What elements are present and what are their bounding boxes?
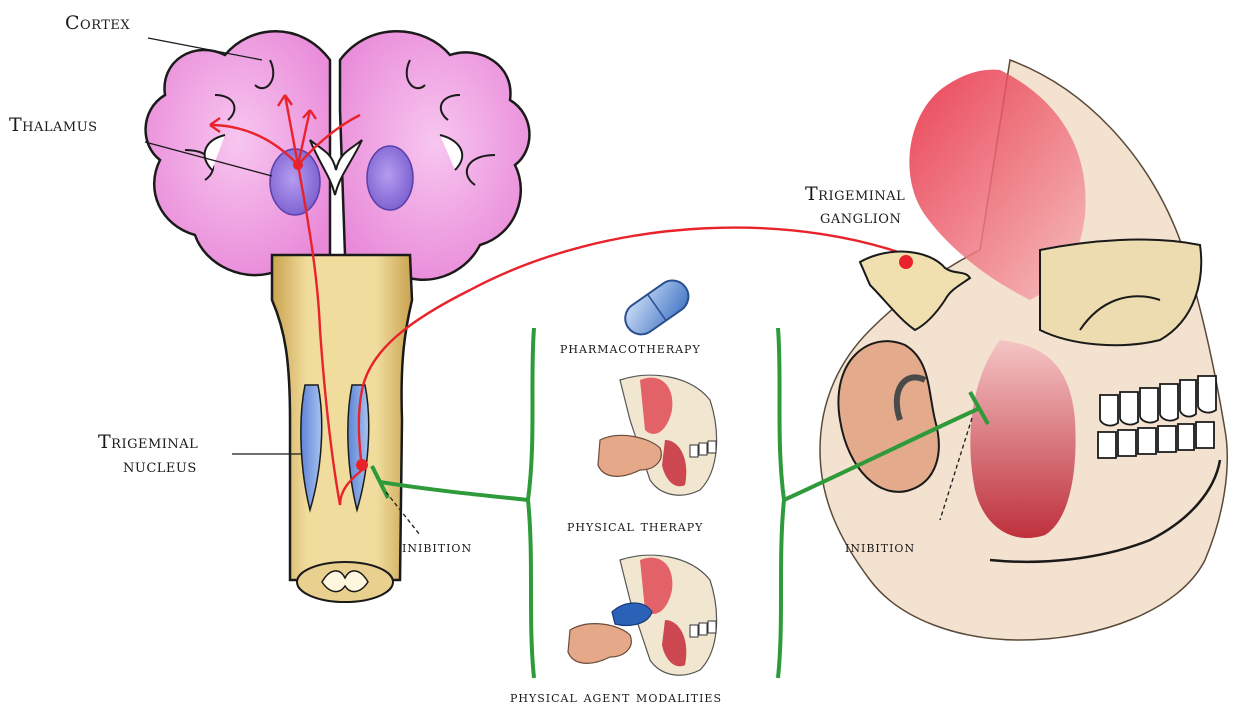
left-bracket [528, 328, 534, 678]
right-bracket [778, 328, 784, 678]
cortex-label: Cortex [65, 14, 130, 34]
thalamus-right [367, 146, 413, 210]
physical-therapy-illustration [598, 375, 717, 495]
brain-right-hemisphere [340, 31, 529, 280]
inibition-right-label: inibition [845, 540, 915, 556]
nucleus-neuron-dot [356, 459, 368, 471]
physical-therapy-label: physical therapy [567, 519, 703, 535]
thalamus-left [270, 149, 320, 215]
ganglion-neuron-dot [899, 255, 913, 269]
pill-icon [619, 274, 695, 340]
physical-agent-modalities-label: physical agent modalities [510, 690, 722, 706]
trigeminal-ganglion-label-line2: ganglion [820, 208, 901, 228]
therapy-panel [528, 274, 784, 678]
trigeminal-ganglion-label-line1: Trigeminal [805, 185, 905, 205]
hand-icon-2 [568, 624, 631, 664]
brainstem [272, 255, 412, 602]
thalamus-neuron-dot [293, 160, 303, 170]
brain [146, 31, 530, 280]
trigeminal-nucleus-label-line1: Trigeminal [98, 433, 198, 453]
trigeminal-nucleus-label-line2: nucleus [123, 457, 197, 477]
inibition-left-label: inibition [402, 540, 472, 556]
pharmacotherapy-label: pharmacotherapy [560, 341, 701, 357]
physical-agent-illustration [568, 555, 717, 675]
thalamus-label: Thalamus [9, 116, 98, 136]
